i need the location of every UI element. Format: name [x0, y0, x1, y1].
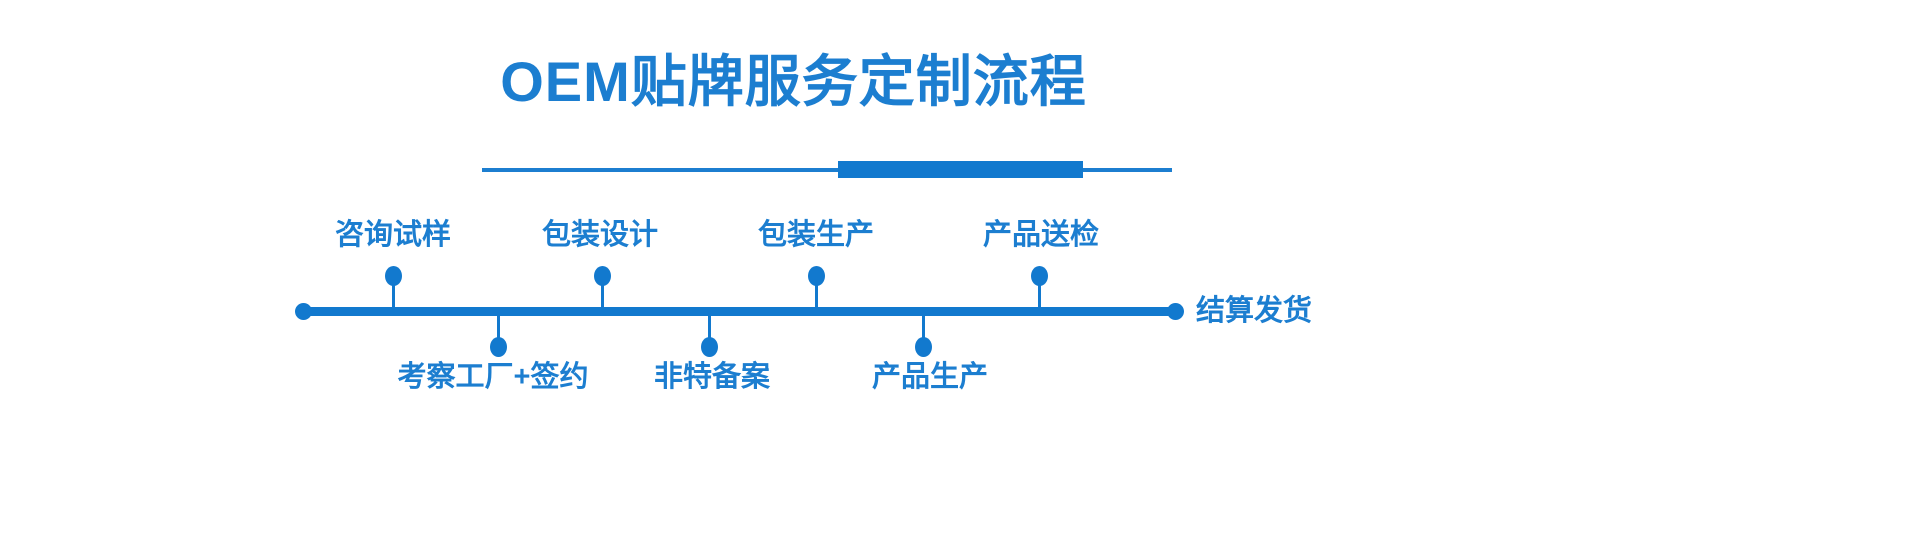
timeline-node-label-4: 非特备案 [653, 361, 771, 393]
timeline: 咨询试样 考察工厂+签约 包装设计 非特备案 包装生产 产品 [0, 190, 1920, 550]
node-stem-icon [601, 276, 604, 312]
node-dot-icon [701, 337, 718, 357]
node-dot-icon [915, 337, 932, 357]
timeline-end-dot [1167, 303, 1184, 320]
node-dot-icon [1031, 266, 1048, 286]
timeline-node-label-1: 咨询试样 [334, 219, 452, 251]
node-stem-icon [708, 311, 711, 347]
node-dot-icon [490, 337, 507, 357]
node-dot-icon [808, 266, 825, 286]
timeline-node-label-2: 考察工厂+签约 [397, 361, 589, 393]
node-dot-icon [594, 266, 611, 286]
node-dot-icon [385, 266, 402, 286]
title-divider-rule [482, 168, 1172, 172]
node-stem-icon [1038, 276, 1041, 312]
timeline-node-label-7: 产品送检 [982, 219, 1100, 251]
node-stem-icon [815, 276, 818, 312]
timeline-node-label-6: 产品生产 [871, 361, 989, 393]
node-stem-icon [922, 311, 925, 347]
page-title: OEM贴牌服务定制流程 [500, 50, 1087, 113]
node-stem-icon [497, 311, 500, 347]
timeline-node-label-3: 包装设计 [541, 219, 659, 251]
timeline-axis [303, 307, 1175, 316]
timeline-node-label-5: 包装生产 [757, 219, 875, 251]
title-divider-accent [838, 161, 1083, 178]
timeline-end-label: 结算发货 [1196, 295, 1313, 327]
timeline-start-dot [295, 303, 312, 320]
node-stem-icon [392, 276, 395, 312]
title-block: OEM贴牌服务定制流程 [0, 0, 1920, 190]
